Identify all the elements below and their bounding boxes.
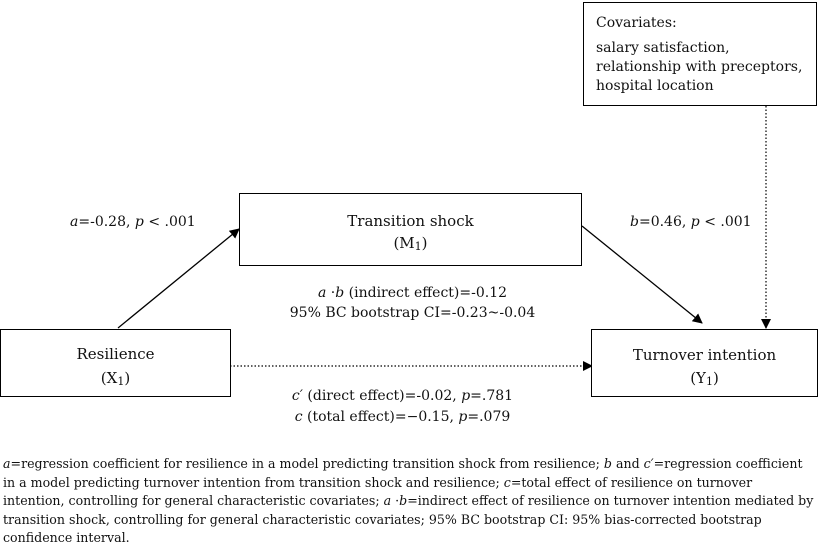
covariates-box: Covariates: salary satisfaction, relatio… [583,2,817,106]
arrow-b-path [581,225,703,324]
bootstrap-ci-label: 95% BC bootstrap CI=-0.23~-0.04 [289,305,536,321]
covariate-item: hospital location [596,78,714,94]
footnote: a=regression coefficient for resilience … [3,456,814,546]
mediator-label: Transition shock [347,212,474,230]
path-b-label: b=0.46, p < .001 [630,214,752,230]
outcome-label: Turnover intention [632,346,777,364]
covariate-item: salary satisfaction, [596,40,730,56]
direct-effect-label: c′ (direct effect)=-0.02, p=.781 [291,388,514,404]
covariate-item: relationship with preceptors, [596,59,803,75]
predictor-symbol: (X1) [100,369,131,388]
arrow-a-path [117,228,240,329]
outcome-box: Turnover intention (Y1) [591,329,818,397]
covariates-title: Covariates: [596,15,677,31]
indirect-effect-label: a ·b (indirect effect)=-0.12 [317,285,508,301]
mediator-symbol: (M1) [393,234,428,253]
predictor-box: Resilience (X1) [0,329,231,397]
outcome-symbol: (Y1) [690,369,719,388]
path-a-label: a=-0.28, p < .001 [70,214,196,230]
total-effect-label: c (total effect)=−0.15, p=.079 [294,409,511,425]
predictor-label: Resilience [76,345,155,363]
mediator-box: Transition shock (M1) [239,193,582,266]
